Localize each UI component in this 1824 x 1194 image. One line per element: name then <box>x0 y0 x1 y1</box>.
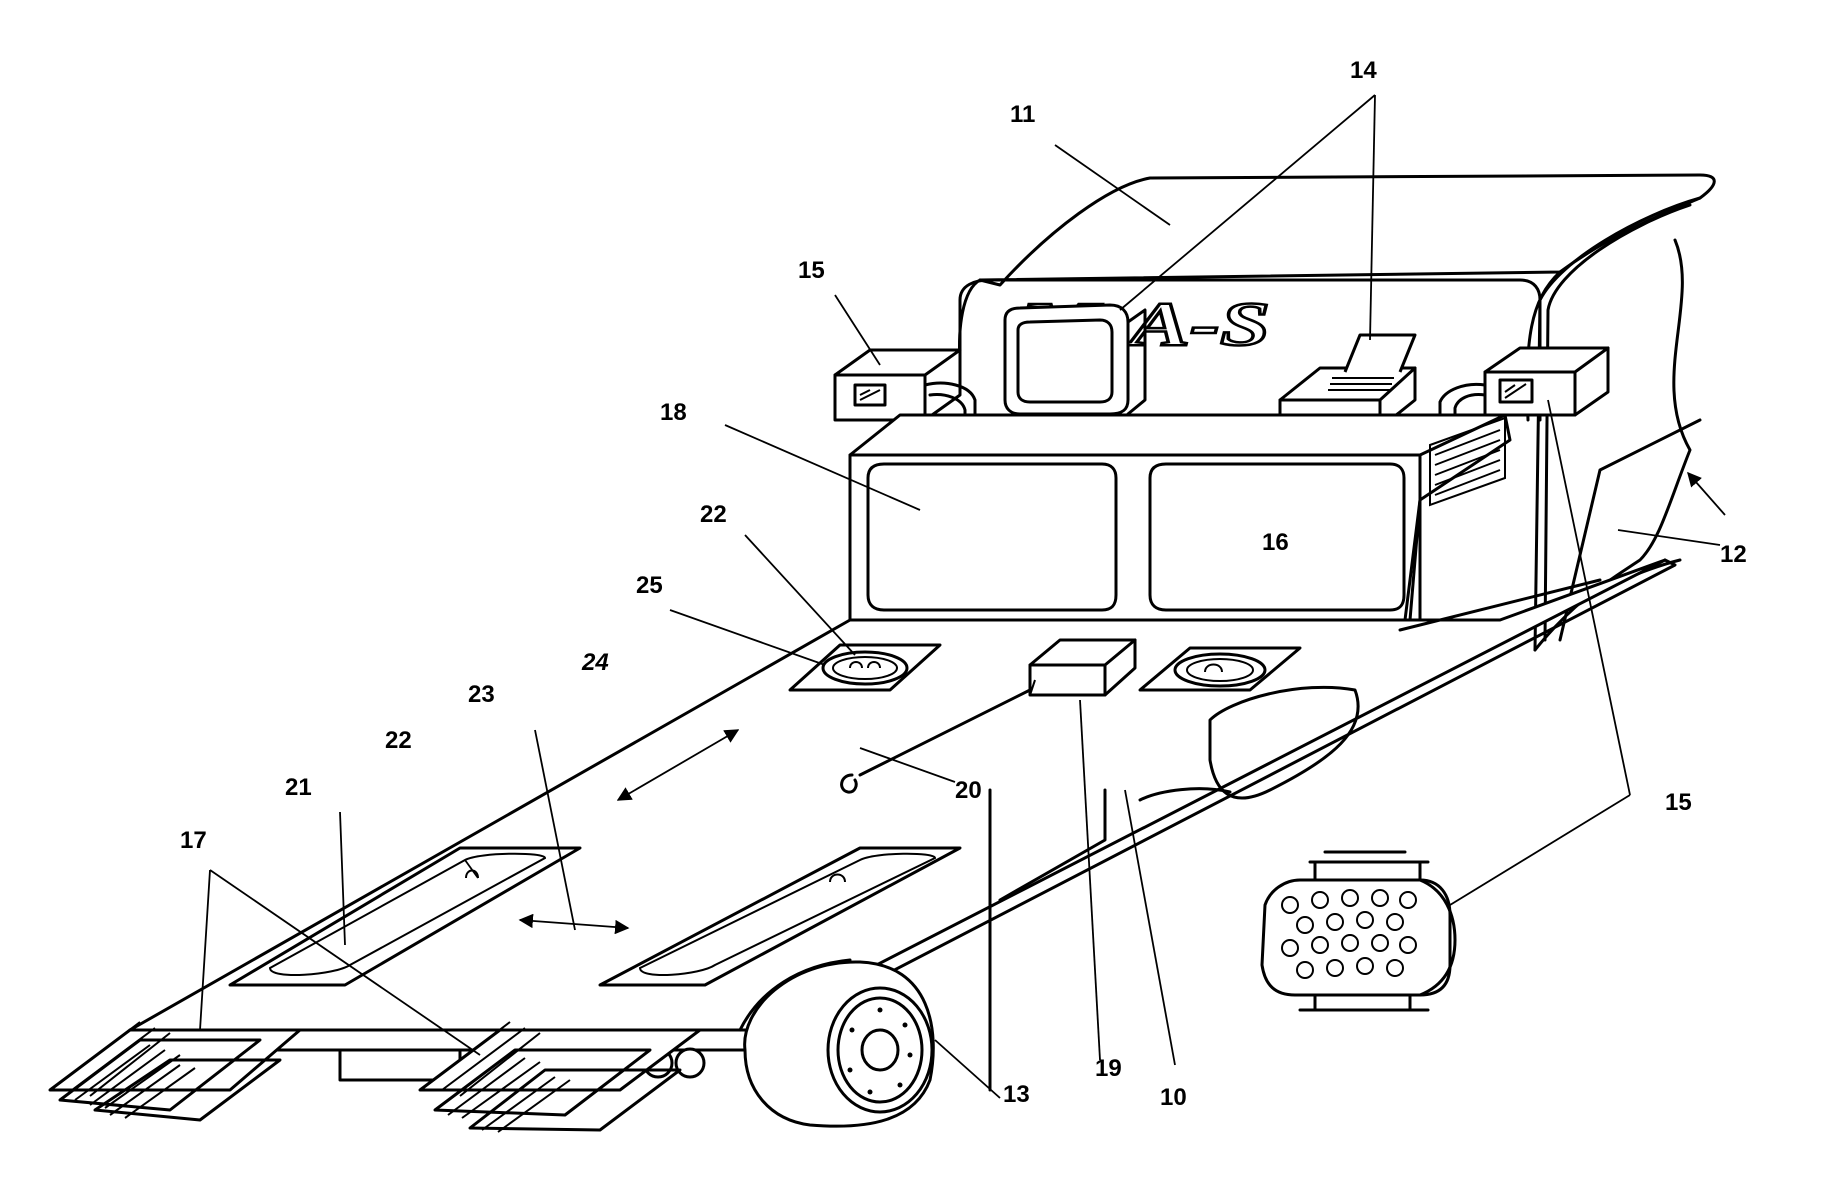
label-11: 11 <box>1010 101 1035 128</box>
label-25: 25 <box>636 572 663 599</box>
camera-box-right <box>1440 348 1608 415</box>
label-15-top: 15 <box>798 257 825 284</box>
equipment-cabinet <box>850 415 1510 620</box>
ramp-left <box>50 1022 300 1120</box>
label-13: 13 <box>1003 1081 1030 1108</box>
handheld-camera <box>1262 852 1455 1010</box>
label-24: 24 <box>581 649 609 676</box>
label-18: 18 <box>660 399 687 426</box>
label-17: 17 <box>180 827 207 854</box>
label-16: 16 <box>1262 529 1289 556</box>
label-15-right: 15 <box>1665 789 1692 816</box>
label-14: 14 <box>1350 57 1377 84</box>
label-23: 23 <box>468 681 495 708</box>
label-21: 21 <box>285 774 312 801</box>
label-20: 20 <box>955 777 982 804</box>
label-10: 10 <box>1160 1084 1187 1111</box>
label-22-top: 22 <box>700 501 727 528</box>
label-19: 19 <box>1095 1055 1122 1082</box>
label-12: 12 <box>1720 541 1747 568</box>
label-22-left: 22 <box>385 727 412 754</box>
camera-box-left <box>835 350 975 420</box>
monitor <box>1005 305 1145 425</box>
